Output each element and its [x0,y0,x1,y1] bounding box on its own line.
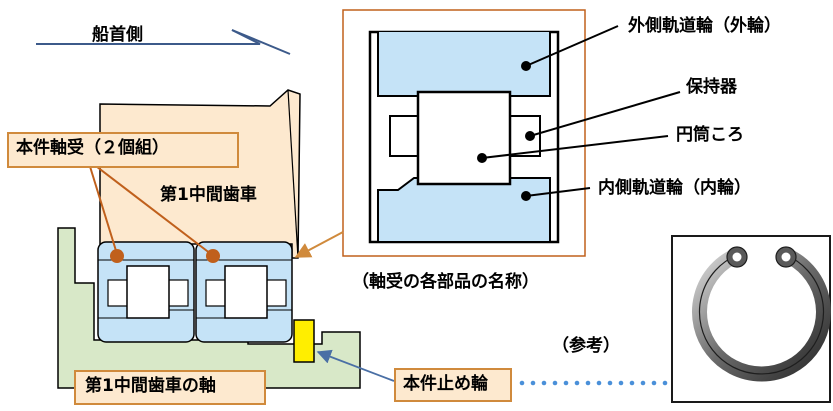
bearing-callout-lines [87,159,212,255]
first-intermediate-gear [99,89,301,259]
outer-ring-label: 外側軌道輪（外輪） [628,16,781,36]
stop-ring-label-box [394,368,512,402]
roller-label: 円筒ころ [676,125,744,145]
first-gear-label: 第1中間歯車 [160,185,257,205]
bearing-pair-label-box [7,132,239,168]
bow-side-arrow [36,29,291,55]
bearing-pair-label: 本件軸受（２個組） [16,138,169,158]
gear-shaft [57,227,361,389]
reference-label: （参考） [552,336,620,356]
detail-pointer-arrow [294,231,344,258]
gear-shaft-label: 第1中間歯車の軸 [85,376,216,396]
bearing-detail [368,30,560,244]
stop-ring-label: 本件止め輪 [403,374,488,394]
snap-ring-icon [692,246,831,382]
detail-leader-lines [481,25,681,197]
bow-side-label: 船首側 [92,25,143,45]
stop-ring-part [293,319,315,363]
reference-dots [519,380,668,386]
stop-ring-arrow [316,349,395,382]
gear-shaft-label-box [74,370,266,405]
cage-label: 保持器 [686,77,737,97]
bearing-left [97,241,195,343]
parts-caption: （軸受の各部品の名称） [352,272,539,292]
bearing-right [195,241,293,343]
inner-ring-label: 内側軌道輪（内輪） [598,178,751,198]
